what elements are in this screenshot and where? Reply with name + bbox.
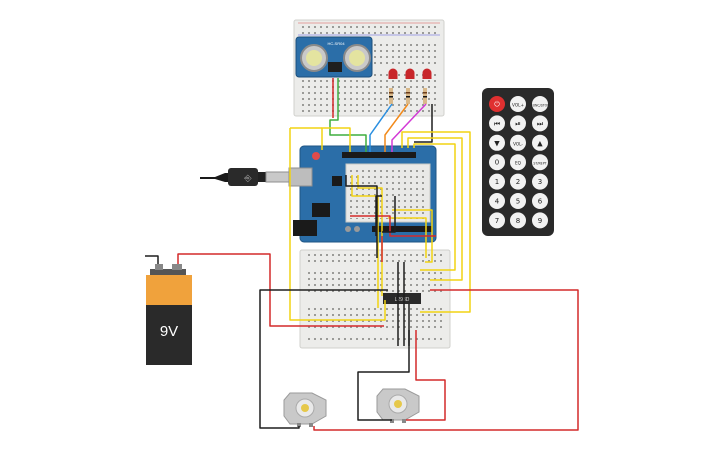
digit-8-button[interactable]: 8 <box>510 212 526 229</box>
wire-black-battery <box>145 255 159 264</box>
red-led-2[interactable] <box>405 68 415 80</box>
next-button[interactable]: ⏭ <box>532 115 548 132</box>
wire-yellow-8 <box>388 217 427 258</box>
vol-up-button[interactable]: VOL+ <box>510 96 526 112</box>
wire-blue <box>369 103 393 152</box>
digit-3-button[interactable]: 3 <box>532 173 548 190</box>
wire-red-long <box>313 289 579 431</box>
wire-yellow-1 <box>321 127 351 152</box>
power-button-label: ⏻ <box>494 101 500 109</box>
eq-button-label: EQ <box>515 161 522 166</box>
digit-6-button-label: 6 <box>538 198 543 206</box>
down-button-label: ▼ <box>494 139 500 147</box>
wire-orange <box>384 103 409 152</box>
wire-group <box>145 78 579 431</box>
wire-black-arduino <box>345 175 378 258</box>
resistor-1[interactable] <box>389 88 393 104</box>
wire-black-left-motor <box>259 289 388 429</box>
digit-6-button[interactable]: 6 <box>532 193 548 209</box>
dc-motor-right[interactable] <box>376 388 420 423</box>
digit-5-button-label: 5 <box>516 198 520 206</box>
digit-5-button[interactable]: 5 <box>510 193 526 209</box>
resistor-2[interactable] <box>406 88 410 104</box>
up-button-label: ▲ <box>537 139 543 147</box>
red-led-3[interactable] <box>422 68 432 80</box>
bottom-breadboard <box>299 249 451 349</box>
func-stop-button[interactable]: FUNC/STOP <box>531 96 549 112</box>
sensor-label: HC-SR04 <box>327 41 345 46</box>
wire-magenta <box>391 103 427 152</box>
down-button[interactable]: ▼ <box>489 134 505 151</box>
digit-2-button[interactable]: 2 <box>510 173 526 190</box>
remote-buttons: ⏻ VOL+ FUNC/STOP ⏮ ⏯ ⏭ ▼ VOL- ▲ 0 EQ ST/REPT 1 2 3 4 5 6 7… <box>489 96 549 229</box>
ir-remote: ⏻ VOL+ FUNC/STOP ⏮ ⏯ ⏭ ▼ VOL- ▲ 0 EQ ST/REPT 1 2 3 4 5 6 7… <box>482 88 554 236</box>
st-rept-button[interactable]: ST/REPT <box>532 154 548 171</box>
digit-4-button[interactable]: 4 <box>489 193 505 209</box>
dc-motor-left[interactable] <box>283 392 327 427</box>
digit-3-button-label: 3 <box>538 178 542 186</box>
wire-yellow-4 <box>401 131 471 313</box>
func-stop-button-label: FUNC/STOP <box>531 104 549 108</box>
motor-driver-chip[interactable]: L293D <box>383 293 421 304</box>
wire-black-mid <box>375 195 382 236</box>
power-jack <box>293 220 317 236</box>
prev-button-label: ⏮ <box>494 120 500 128</box>
next-button-label: ⏭ <box>537 120 544 128</box>
digit-9-button-label: 9 <box>538 217 542 225</box>
battery-9v[interactable]: 9V <box>146 264 192 365</box>
power-button[interactable]: ⏻ <box>489 96 505 112</box>
prev-button[interactable]: ⏮ <box>489 115 505 132</box>
wire-red-arduino <box>350 215 436 237</box>
vol-up-button-label: VOL+ <box>512 103 524 108</box>
play-pause-button-label: ⏯ <box>515 120 521 128</box>
digit-7-button-label: 7 <box>495 217 499 225</box>
reset-button[interactable] <box>312 152 320 160</box>
digit-4-button-label: 4 <box>495 198 500 206</box>
wire-yellow-6 <box>413 143 456 271</box>
play-pause-button[interactable]: ⏯ <box>510 115 526 132</box>
usb-port <box>288 167 313 187</box>
digit-8-button-label: 8 <box>516 217 520 225</box>
digit-0-button[interactable]: 0 <box>489 154 505 171</box>
wire-black-sensor <box>414 104 433 143</box>
wire-yellow-5 <box>407 137 463 281</box>
wire-red-battery <box>177 253 384 327</box>
st-rept-button-label: ST/REPT <box>533 162 546 166</box>
eq-button[interactable]: EQ <box>510 154 526 171</box>
battery-label: 9V <box>160 323 178 340</box>
digit-1-button-label: 1 <box>495 178 499 186</box>
up-button[interactable]: ▲ <box>532 134 548 151</box>
wire-black-arduino-2 <box>382 196 396 233</box>
wire-black-right-motor <box>357 330 410 421</box>
digit-1-button[interactable]: 1 <box>489 173 505 190</box>
driver-label: L293D <box>395 297 410 303</box>
digit-2-button-label: 2 <box>516 178 520 186</box>
vol-down-button-label: VOL- <box>513 141 523 146</box>
resistor-3[interactable] <box>423 88 427 104</box>
digit-0-button-label: 0 <box>495 159 499 167</box>
digit-7-button[interactable]: 7 <box>489 212 505 229</box>
red-led-1[interactable] <box>388 68 398 80</box>
arduino-board[interactable] <box>299 145 437 243</box>
usb-cable[interactable]: ⎆ <box>200 168 290 186</box>
svg-text:⎆: ⎆ <box>244 173 252 183</box>
wire-yellow-2 <box>289 128 386 321</box>
vol-down-button[interactable]: VOL- <box>510 134 526 151</box>
digit-9-button[interactable]: 9 <box>532 212 548 229</box>
wire-red-right-motor <box>406 330 446 421</box>
ultrasonic-sensor[interactable]: HC-SR04 <box>295 36 373 78</box>
